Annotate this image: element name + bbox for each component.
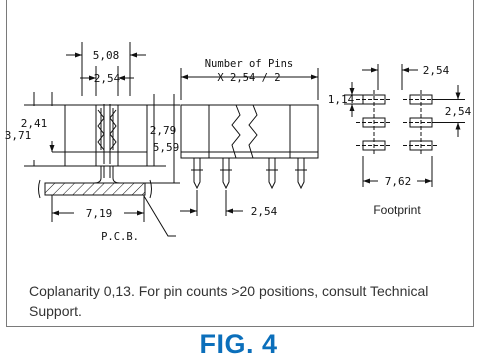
dim-2-79: 2,79: [150, 124, 177, 137]
fp-dim-1-14: 1,14: [328, 93, 355, 106]
side-view: [24, 42, 180, 237]
footprint-view: [344, 64, 465, 187]
dim-3-71: 3,71: [5, 129, 32, 142]
dim-5-08: 5,08: [93, 49, 120, 62]
dim-pitch-2-54: 2,54: [251, 205, 278, 218]
fp-dim-2-54-right: 2,54: [445, 105, 472, 118]
pins-label-line1: Number of Pins: [205, 58, 294, 70]
pins-label-line2: X 2,54 / 2: [217, 72, 280, 84]
figure-title: FIG. 4: [199, 329, 278, 359]
front-view: [180, 68, 319, 216]
pcb-label: P.C.B.: [101, 231, 139, 243]
fp-dim-7-62: 7,62: [385, 175, 412, 188]
figure-frame: [6, 0, 474, 327]
footprint-label: Footprint: [373, 203, 421, 217]
dim-7-19: 7,19: [86, 207, 113, 220]
caption-text: Coplanarity 0,13. For pin counts >20 pos…: [29, 283, 429, 319]
fp-dim-2-54-top: 2,54: [423, 64, 450, 77]
dim-5-59: 5,59: [153, 141, 180, 154]
technical-drawing: 5,08 2,54 2,41 3,71 2,79 5,59 7,19 P.C.B…: [5, 42, 472, 243]
dim-2-41: 2,41: [21, 117, 48, 130]
dim-2-54-top: 2,54: [94, 72, 121, 85]
